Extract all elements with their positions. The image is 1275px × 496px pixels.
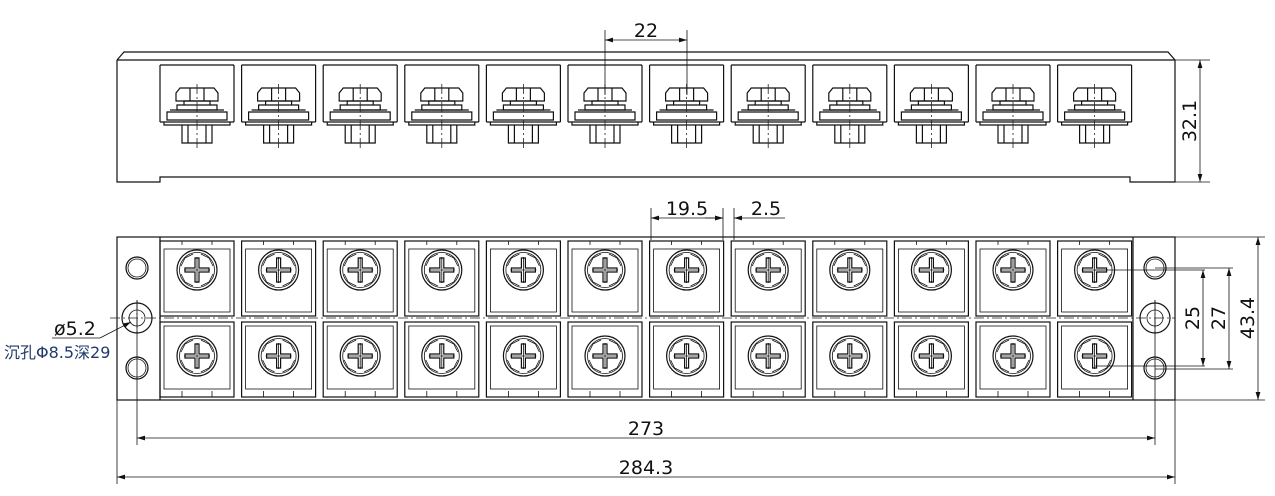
terminal-2 [241,240,317,398]
left-mount [121,237,161,400]
dim-gap: 2.5 [751,198,781,220]
phillips-screw-icon [502,335,545,377]
hex-bolt-icon [583,87,627,102]
terminal-8 [730,240,806,398]
terminal-10 [893,240,970,398]
dim-width: 43.4 [1237,297,1259,339]
phillips-screw-icon [665,335,708,377]
hex-bolt-icon [909,87,953,102]
hex-bolt-icon [338,87,382,102]
side-view [116,51,1176,183]
terminal-side-8 [730,64,806,150]
dim-side-height: 32.1 [1179,100,1201,142]
hex-bolt-icon [175,87,219,102]
phillips-screw-icon [992,335,1034,377]
dim-pitch: 22 [634,20,658,42]
phillips-screw-icon [1073,335,1116,377]
dim-screw-spacing: 25 [1182,306,1204,330]
terminal-side-1 [159,64,235,150]
dim-overall-length: 284.3 [619,457,673,479]
phillips-screw-icon [339,249,381,291]
terminal-4 [404,240,480,398]
hex-bolt-icon [257,87,301,102]
phillips-screw-icon [258,335,300,377]
hex-bolt-icon [1073,87,1117,102]
top-view [110,236,1176,401]
hex-bolt-icon [501,87,545,102]
dimensions: 22 19.5 2.5 32.1 25 27 43.4 273 284.3 ø5… [4,20,1265,484]
terminal-side-6 [567,64,643,150]
note-counterbore: 沉孔Φ8.5深29 [4,343,110,362]
terminal-side-3 [322,64,398,150]
phillips-screw-icon [421,335,463,377]
phillips-screw-icon [502,249,545,291]
right-mount [1132,237,1171,400]
phillips-screw-icon [176,335,218,377]
phillips-screw-icon [258,249,300,291]
hex-bolt-icon [420,87,464,102]
hex-bolt-icon [828,87,872,102]
phillips-screw-icon [910,249,953,291]
phillips-screw-icon [339,335,381,377]
dim-hole-spacing: 27 [1208,306,1230,330]
phillips-screw-icon [584,335,626,377]
hex-bolt-icon [991,87,1035,102]
phillips-screw-icon [992,249,1034,291]
terminal-side-12 [1057,64,1133,150]
terminal-5 [485,240,561,398]
terminal-11 [975,240,1051,398]
hex-bolt-icon [746,87,790,102]
terminal-side-5 [485,64,561,150]
dim-cell-width: 19.5 [666,198,708,220]
terminal-6 [567,240,643,398]
phillips-screw-icon [665,249,708,291]
phillips-screw-icon [421,249,463,291]
hex-bolt-icon [665,87,709,102]
terminal-3 [322,240,398,398]
terminal-side-4 [404,64,480,150]
phillips-screw-icon [747,249,789,291]
terminal-1 [159,240,235,398]
phillips-screw-icon [829,249,871,291]
phillips-screw-icon [910,335,953,377]
note-hole-diameter: ø5.2 [54,318,96,340]
phillips-screw-icon [829,335,871,377]
phillips-screw-icon [176,249,218,291]
dim-mount-spacing: 273 [628,418,664,440]
phillips-screw-icon [747,335,789,377]
phillips-screw-icon [584,249,626,291]
terminal-9 [812,240,888,398]
terminal-7 [648,240,725,398]
terminal-12 [1056,240,1133,398]
terminal-side-11 [975,64,1051,150]
terminal-side-2 [241,64,317,150]
hole-icon [125,256,149,280]
terminal-side-10 [893,64,969,150]
terminal-side-9 [812,64,888,150]
